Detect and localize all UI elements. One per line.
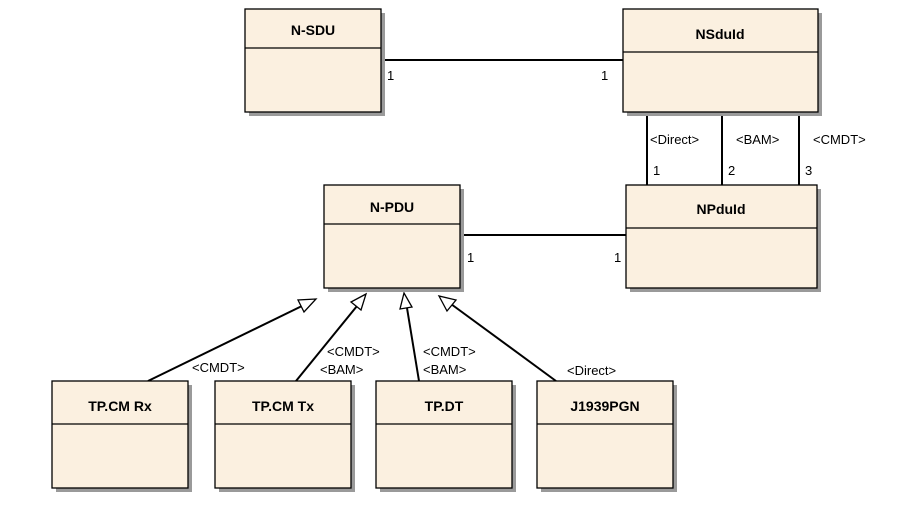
stereotype-tpdt-1: <CMDT> bbox=[423, 344, 476, 359]
generalization-tpdt bbox=[399, 291, 420, 382]
multiplicity-nsduid-end: 1 bbox=[601, 68, 608, 83]
multiplicity-npdu-end: 1 bbox=[467, 250, 474, 265]
class-j1939pgn: J1939PGN bbox=[536, 380, 677, 492]
stereotype-j1939pgn: <Direct> bbox=[567, 363, 616, 378]
class-nsdu: N-SDU bbox=[244, 8, 385, 116]
stereotype-direct-assoc: <Direct> bbox=[650, 132, 699, 147]
multiplicity-npduid-end: 1 bbox=[614, 250, 621, 265]
stereotype-cmdt-assoc: <CMDT> bbox=[813, 132, 866, 147]
class-npdu-title: N-PDU bbox=[370, 199, 414, 215]
class-npduid: NPduId bbox=[625, 184, 821, 292]
class-tpcm-rx-title: TP.CM Rx bbox=[88, 398, 152, 414]
class-nsduid: NSduId bbox=[622, 8, 822, 116]
stereotype-tpcm-rx: <CMDT> bbox=[192, 360, 245, 375]
generalization-j1939pgn bbox=[437, 295, 557, 382]
class-tpcm-tx-title: TP.CM Tx bbox=[252, 398, 314, 414]
multiplicity-nsdu-end: 1 bbox=[387, 68, 394, 83]
generalization-tpcm-tx bbox=[295, 292, 368, 382]
class-nsduid-title: NSduId bbox=[696, 26, 745, 42]
class-tpdt-title: TP.DT bbox=[425, 398, 464, 414]
stereotype-tpdt-2: <BAM> bbox=[423, 362, 466, 377]
class-npdu: N-PDU bbox=[323, 184, 464, 292]
multiplicity-cmdt-assoc: 3 bbox=[805, 163, 812, 178]
stereotype-bam-assoc: <BAM> bbox=[736, 132, 779, 147]
stereotype-tpcm-tx-2: <BAM> bbox=[320, 362, 363, 377]
generalization-tpcm-rx bbox=[147, 298, 318, 382]
class-tpcm-tx: TP.CM Tx bbox=[214, 380, 355, 492]
class-nsdu-title: N-SDU bbox=[291, 22, 335, 38]
class-npduid-title: NPduId bbox=[697, 201, 746, 217]
class-tpcm-rx: TP.CM Rx bbox=[51, 380, 192, 492]
multiplicity-bam-assoc: 2 bbox=[728, 163, 735, 178]
multiplicity-direct-assoc: 1 bbox=[653, 163, 660, 178]
stereotype-tpcm-tx-1: <CMDT> bbox=[327, 344, 380, 359]
class-tpdt: TP.DT bbox=[375, 380, 516, 492]
class-j1939pgn-title: J1939PGN bbox=[570, 398, 639, 414]
